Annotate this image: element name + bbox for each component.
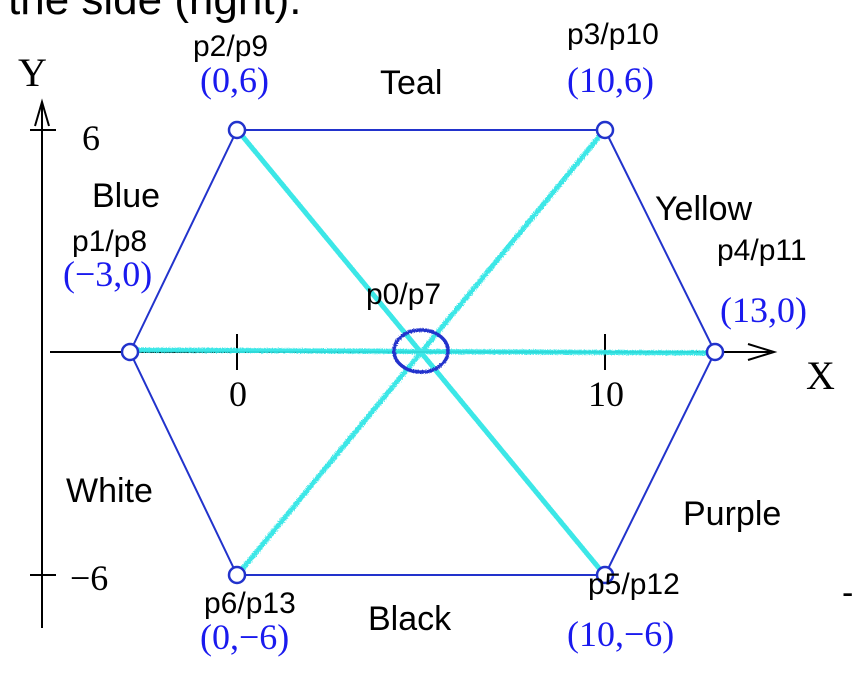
- point-label-p3: p3/p10: [567, 18, 659, 51]
- vertex-marker-p5: [595, 565, 615, 585]
- vertex-marker-p2: [227, 120, 247, 140]
- vertex-marker-p4: [705, 342, 725, 362]
- coord-label-p1: (−3,0): [63, 254, 152, 294]
- x-tick-label-10: 10: [588, 374, 624, 414]
- coord-label-p4: (13,0): [720, 290, 807, 330]
- region-label-black: Black: [368, 600, 452, 638]
- trailing-glyph: -: [842, 574, 853, 612]
- coord-label-p2: (0,6): [200, 60, 269, 100]
- center-point-marker: [392, 328, 450, 374]
- region-label-yellow: Yellow: [655, 190, 752, 228]
- region-label-blue: Blue: [92, 177, 160, 215]
- coord-label-p3: (10,6): [567, 60, 654, 100]
- coord-label-p5: (10,−6): [567, 614, 674, 654]
- heading-fragment: the side (right).: [8, 0, 301, 24]
- spoke-p3-p6: [236, 129, 606, 576]
- vertex-marker-p6: [227, 565, 247, 585]
- y-axis-label: Y: [18, 50, 47, 95]
- region-label-white: White: [66, 472, 153, 510]
- point-label-p1: p1/p8: [72, 225, 147, 258]
- x-axis-arrowhead: [747, 343, 778, 361]
- vertex-marker-p1: [120, 342, 140, 362]
- vertex-marker-p3: [595, 120, 615, 140]
- coord-label-p6: (0,−6): [200, 617, 289, 657]
- point-label-p6: p6/p13: [204, 587, 296, 620]
- x-tick-label-0: 0: [229, 374, 247, 414]
- x-axis-label: X: [806, 353, 835, 398]
- spokes: [129, 129, 716, 576]
- point-label-p2: p2/p9: [193, 30, 268, 63]
- point-label-p5: p5/p12: [588, 568, 680, 601]
- y-tick-label-6: 6: [82, 118, 100, 158]
- region-label-purple: Purple: [683, 495, 781, 533]
- y-tick-label-minus-6: −6: [70, 558, 108, 598]
- region-label-teal: Teal: [380, 64, 442, 102]
- point-label-p4: p4/p11: [717, 234, 807, 267]
- point-label-p0: p0/p7: [366, 278, 441, 311]
- y-axis-arrowhead: [34, 98, 50, 127]
- vertex-markers: [120, 120, 725, 585]
